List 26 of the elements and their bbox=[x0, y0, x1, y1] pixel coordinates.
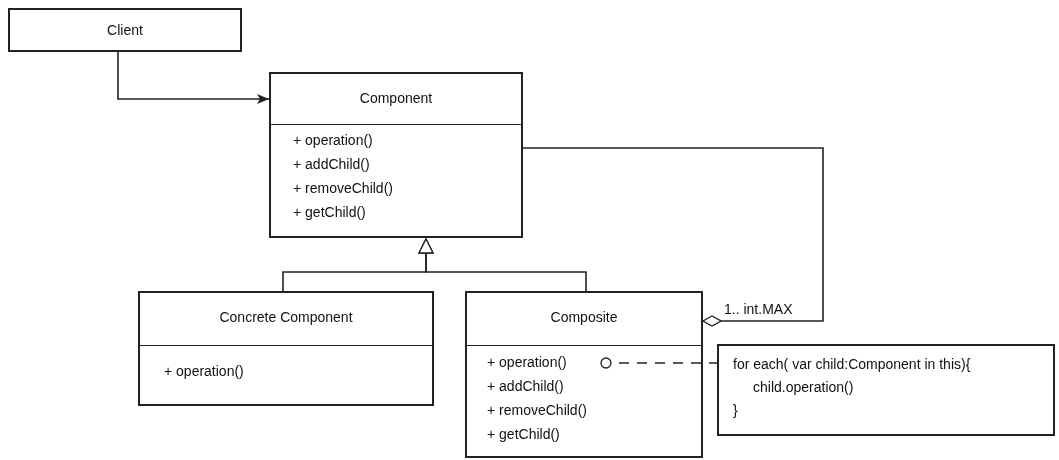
multiplicity-label: 1.. int.MAX bbox=[722, 301, 795, 317]
class-box bbox=[269, 72, 523, 238]
class-name: Composite bbox=[549, 309, 619, 325]
aggregation-line bbox=[522, 147, 824, 327]
association-arrow bbox=[117, 51, 270, 104]
code-line: child.operation() bbox=[753, 379, 854, 396]
class-name: Component bbox=[358, 90, 434, 106]
method-name: + addChild() bbox=[293, 156, 370, 173]
class-name: Client bbox=[106, 22, 144, 38]
method-name: + addChild() bbox=[487, 378, 564, 395]
class-name: Concrete Component bbox=[218, 309, 354, 325]
generalization-arrow bbox=[418, 238, 587, 292]
class-box bbox=[138, 291, 434, 406]
class-box bbox=[465, 291, 703, 458]
method-name: + getChild() bbox=[487, 426, 560, 443]
method-name: + removeChild() bbox=[293, 180, 393, 197]
method-name: + removeChild() bbox=[487, 402, 587, 419]
code-line: } bbox=[733, 402, 738, 419]
note-box bbox=[717, 344, 1055, 436]
note-connector bbox=[600, 357, 718, 369]
method-name: + operation() bbox=[293, 132, 373, 149]
class-box bbox=[8, 8, 242, 52]
code-line: for each( var child:Component in this){ bbox=[733, 356, 971, 373]
method-name: + getChild() bbox=[293, 204, 366, 221]
method-name: + operation() bbox=[487, 354, 567, 371]
method-name: + operation() bbox=[164, 363, 244, 380]
